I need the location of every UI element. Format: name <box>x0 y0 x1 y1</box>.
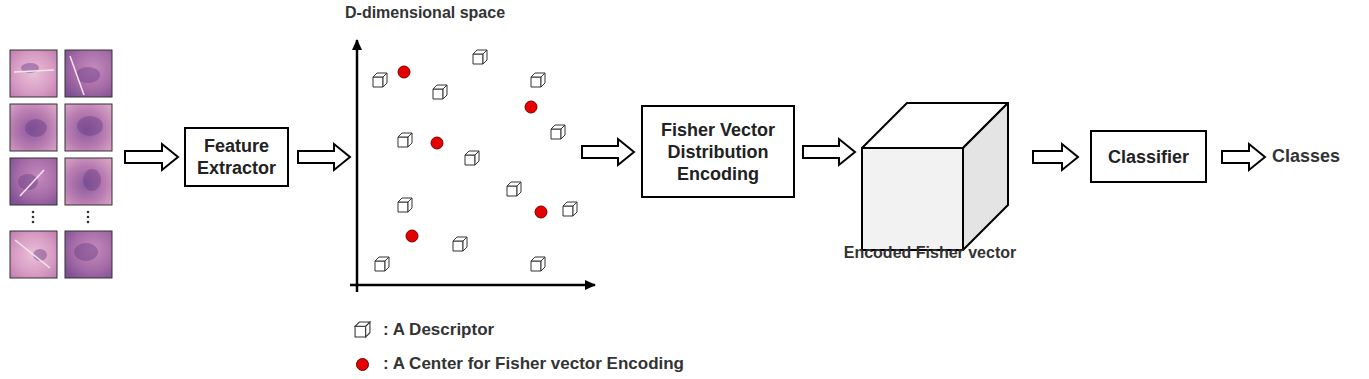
output-label: Classes <box>1272 146 1340 167</box>
process-box: Classifier <box>1090 130 1207 183</box>
tissue-texture <box>18 63 103 261</box>
tissue-streaks <box>14 56 84 268</box>
process-box: Feature Extractor <box>184 127 289 187</box>
box-text: Feature Extractor <box>192 135 281 179</box>
fisher-centers <box>398 66 547 242</box>
space-title: D-dimensional space <box>345 4 505 22</box>
histology-tiles <box>10 50 112 278</box>
box-text: Fisher Vector Distribution Encoding <box>649 119 787 185</box>
legend-text: : A Center for Fisher vector Encoding <box>383 354 684 374</box>
process-box: Fisher Vector Distribution Encoding <box>641 105 795 198</box>
axes <box>350 40 595 292</box>
box-text: Classifier <box>1108 146 1189 168</box>
block-label: Encoded Fisher vector <box>844 244 1017 262</box>
fisher-vector-block <box>862 103 1008 250</box>
descriptor-cubes <box>373 50 577 271</box>
ellipsis-dots <box>32 211 90 224</box>
legend-swatch <box>356 358 369 371</box>
legend-cube <box>355 322 370 337</box>
legend-text: : A Descriptor <box>383 320 494 340</box>
